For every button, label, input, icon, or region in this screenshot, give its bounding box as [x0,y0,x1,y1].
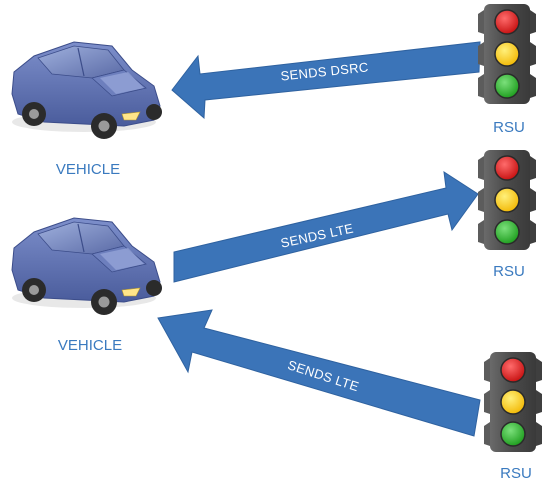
vehicle-top: VEHICLE [11,41,163,178]
rsu-bottom-label: RSU [500,465,532,482]
car-icon [11,41,163,140]
traffic-light-icon [483,351,543,453]
vehicle-top-label: VEHICLE [56,161,120,178]
arrow-bottom: SENDS LTE [157,309,481,437]
arrow-middle-shape [173,170,479,283]
arrow-top-shape [171,41,481,120]
traffic-light-icon [477,3,537,105]
rsu-middle: RSU [477,149,537,280]
arrow-middle: SENDS LTE [173,170,479,283]
arrow-top: SENDS DSRC [171,41,481,120]
rsu-middle-label: RSU [493,263,525,280]
vehicle-middle-label: VEHICLE [58,337,122,354]
vehicle-middle: VEHICLE [11,217,163,354]
car-icon [11,217,163,316]
arrow-bottom-shape [157,309,481,437]
rsu-top-label: RSU [493,119,525,136]
rsu-top: RSU [477,3,537,136]
traffic-light-icon [477,149,537,251]
rsu-bottom: RSU [483,351,543,482]
